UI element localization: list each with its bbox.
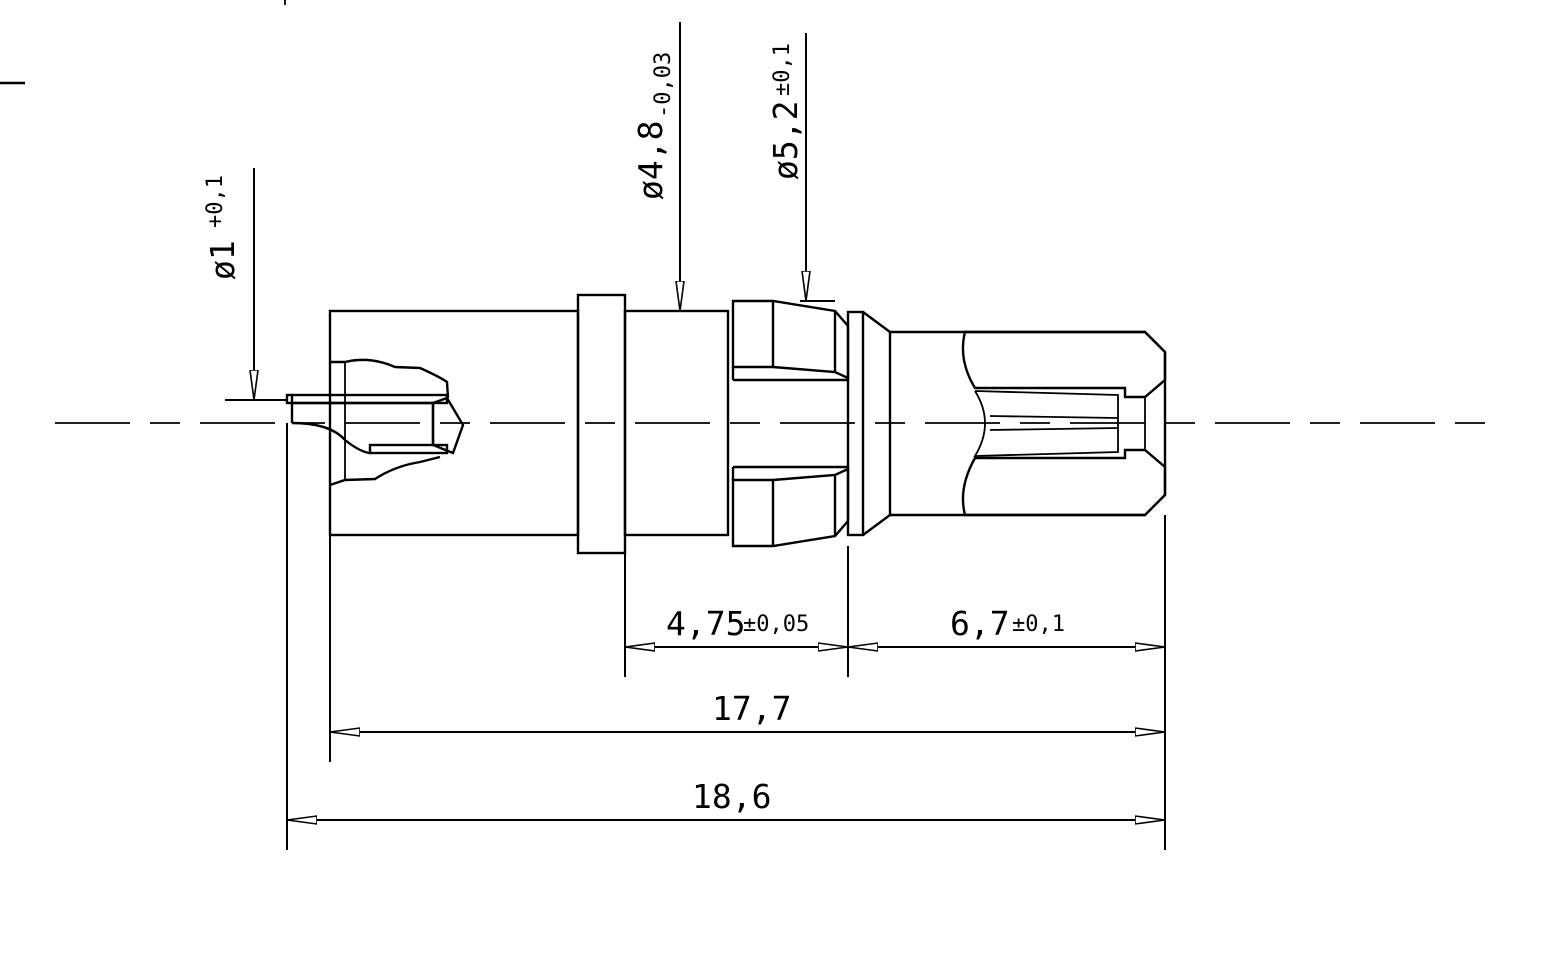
rear-length-value: 6,7 [950, 604, 1010, 643]
dimension-body-diameter: ø4,8 -0,03 [631, 22, 680, 311]
dimension-collet-diameter: ø5,2 ±0,1 [766, 33, 835, 302]
extension-lines [286, 423, 1166, 850]
dimension-rear-length: 6,7 ±0,1 [848, 604, 1165, 647]
collet-length-value: 4,75 [666, 604, 745, 643]
dimension-overall-length: 18,6 [287, 777, 1165, 820]
pin-diameter-tolerance: +0,1 [203, 175, 228, 228]
pin-diameter-value: ø1 [203, 240, 242, 280]
dimension-pin-diameter: ø1 +0,1 [203, 168, 287, 401]
part-outline [285, 293, 1167, 555]
dimension-body-length: 17,7 [330, 689, 1165, 732]
rear-length-tolerance: ±0,1 [1012, 612, 1065, 637]
body-diameter-tolerance: -0,03 [651, 52, 676, 118]
body-length-value: 17,7 [712, 689, 791, 728]
collet-diameter-tolerance: ±0,1 [770, 43, 795, 96]
overall-length-value: 18,6 [692, 777, 771, 816]
body-diameter-value: ø4,8 [631, 121, 670, 200]
collet-length-tolerance: ±0,05 [743, 612, 809, 637]
dimension-collet-length: 4,75 ±0,05 [625, 604, 848, 647]
collet-diameter-value: ø5,2 [766, 101, 805, 180]
